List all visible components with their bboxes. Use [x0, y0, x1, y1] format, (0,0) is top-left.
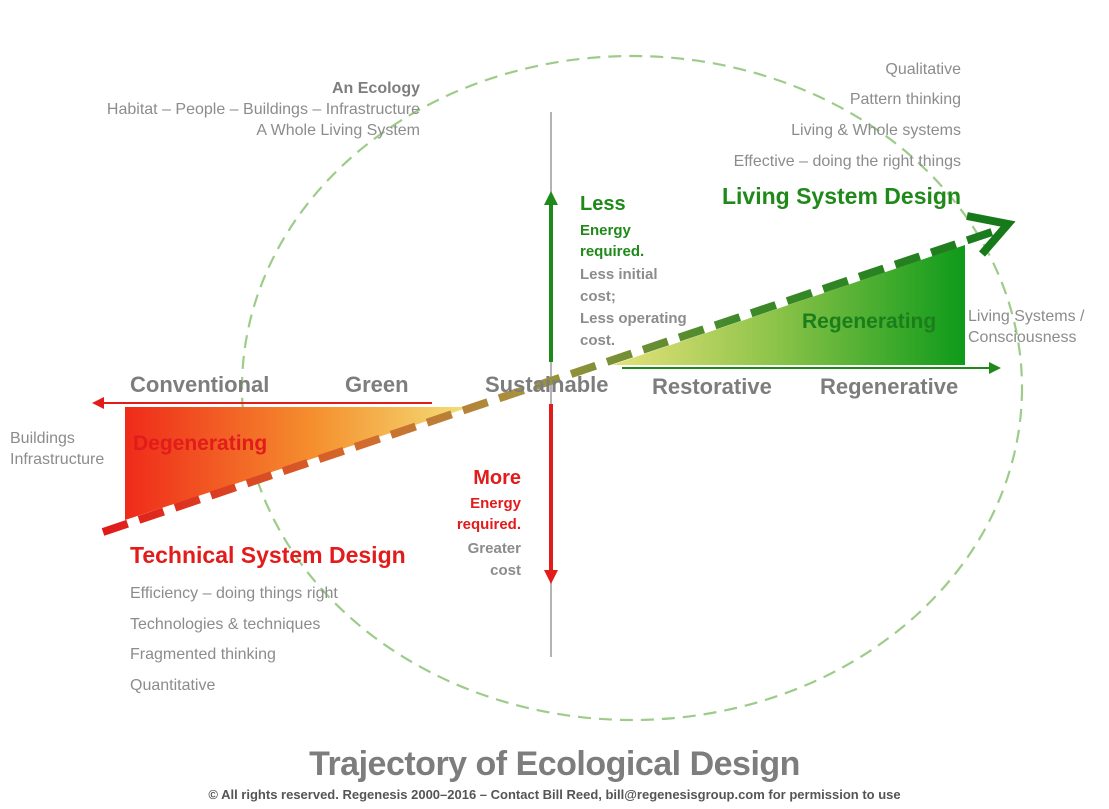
living-outcome-line-1: Living Systems /	[968, 308, 1085, 325]
technical-outcome-line-2: Infrastructure	[10, 451, 105, 468]
less-line-3: Less initial	[580, 266, 658, 283]
footer-title: Trajectory of Ecological Design	[309, 745, 800, 783]
ecology-line-1: Habitat – People – Buildings – Infrastru…	[106, 101, 420, 118]
stage-restorative: Restorative	[652, 374, 772, 399]
technical-system-design-heading: Technical System Design	[130, 542, 406, 568]
stage-conventional: Conventional	[130, 372, 270, 397]
stage-green: Green	[345, 372, 409, 397]
technical-quality-3: Fragmented thinking	[130, 646, 276, 663]
less-title: Less	[580, 193, 626, 215]
stage-regenerative: Regenerative	[820, 374, 959, 399]
ecology-line-2: A Whole Living System	[256, 122, 420, 139]
living-quality-4: Effective – doing the right things	[733, 153, 961, 170]
more-line-2: required.	[456, 516, 521, 533]
footer-copyright: © All rights reserved. Regenesis 2000–20…	[208, 787, 901, 802]
more-line-3: Greater	[467, 540, 521, 557]
living-outcome-line-2: Consciousness	[968, 329, 1077, 346]
more-line-4: cost	[490, 562, 521, 579]
less-line-1: Energy	[580, 222, 631, 239]
less-line-4: cost;	[580, 288, 616, 305]
stage-sustainable: Sustainable	[485, 372, 609, 397]
ecology-title: An Ecology	[331, 80, 420, 97]
less-line-5: Less operating	[580, 310, 687, 327]
regenerative-arrow-head	[989, 362, 1001, 374]
more-energy-arrow-head	[544, 570, 558, 584]
more-title: More	[473, 467, 521, 489]
trajectory-arrow	[101, 228, 994, 536]
degenerating-label: Degenerating	[133, 432, 268, 455]
trajectory-arrow-head	[966, 212, 1016, 257]
technical-quality-4: Quantitative	[130, 677, 216, 694]
regenerating-label: Regenerating	[802, 310, 937, 333]
conventional-arrow-head	[92, 397, 104, 409]
living-system-design-heading: Living System Design	[721, 183, 961, 209]
less-energy-arrow-head	[544, 191, 558, 205]
technical-quality-2: Technologies & techniques	[130, 616, 321, 633]
living-quality-2: Pattern thinking	[849, 91, 961, 108]
technical-quality-1: Efficiency – doing things right	[130, 585, 338, 602]
less-line-6: cost.	[580, 332, 616, 349]
living-quality-1: Qualitative	[885, 61, 961, 78]
living-quality-3: Living & Whole systems	[791, 122, 961, 139]
technical-outcome-line-1: Buildings	[10, 430, 75, 447]
more-line-1: Energy	[470, 495, 521, 512]
less-line-2: required.	[580, 243, 645, 260]
ecology-circle	[240, 54, 1024, 722]
